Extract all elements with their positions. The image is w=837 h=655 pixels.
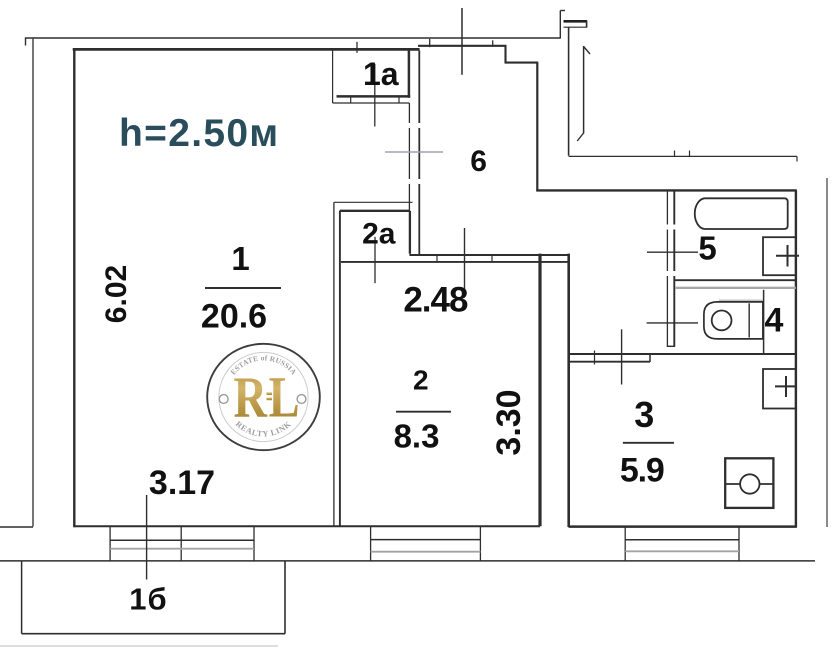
svg-text:2: 2	[413, 365, 429, 396]
svg-text:5.9: 5.9	[620, 452, 664, 490]
svg-text:3.17: 3.17	[149, 464, 215, 502]
svg-text:8.3: 8.3	[394, 418, 440, 455]
svg-text:L: L	[269, 366, 300, 430]
svg-text:6: 6	[470, 145, 487, 178]
svg-text:3: 3	[634, 394, 654, 435]
svg-text:h=2.50м: h=2.50м	[119, 112, 279, 155]
svg-text:R: R	[234, 366, 268, 430]
svg-text:5: 5	[698, 230, 716, 267]
svg-text:2.48: 2.48	[403, 281, 468, 320]
svg-text:1: 1	[231, 240, 249, 277]
svg-text:1а: 1а	[363, 56, 399, 92]
svg-text:3.30: 3.30	[490, 389, 528, 455]
svg-text:2а: 2а	[362, 218, 396, 251]
svg-text:4: 4	[764, 301, 783, 339]
svg-text:1б: 1б	[129, 582, 167, 617]
svg-text:20.6: 20.6	[201, 298, 267, 336]
svg-text:6.02: 6.02	[100, 265, 133, 323]
